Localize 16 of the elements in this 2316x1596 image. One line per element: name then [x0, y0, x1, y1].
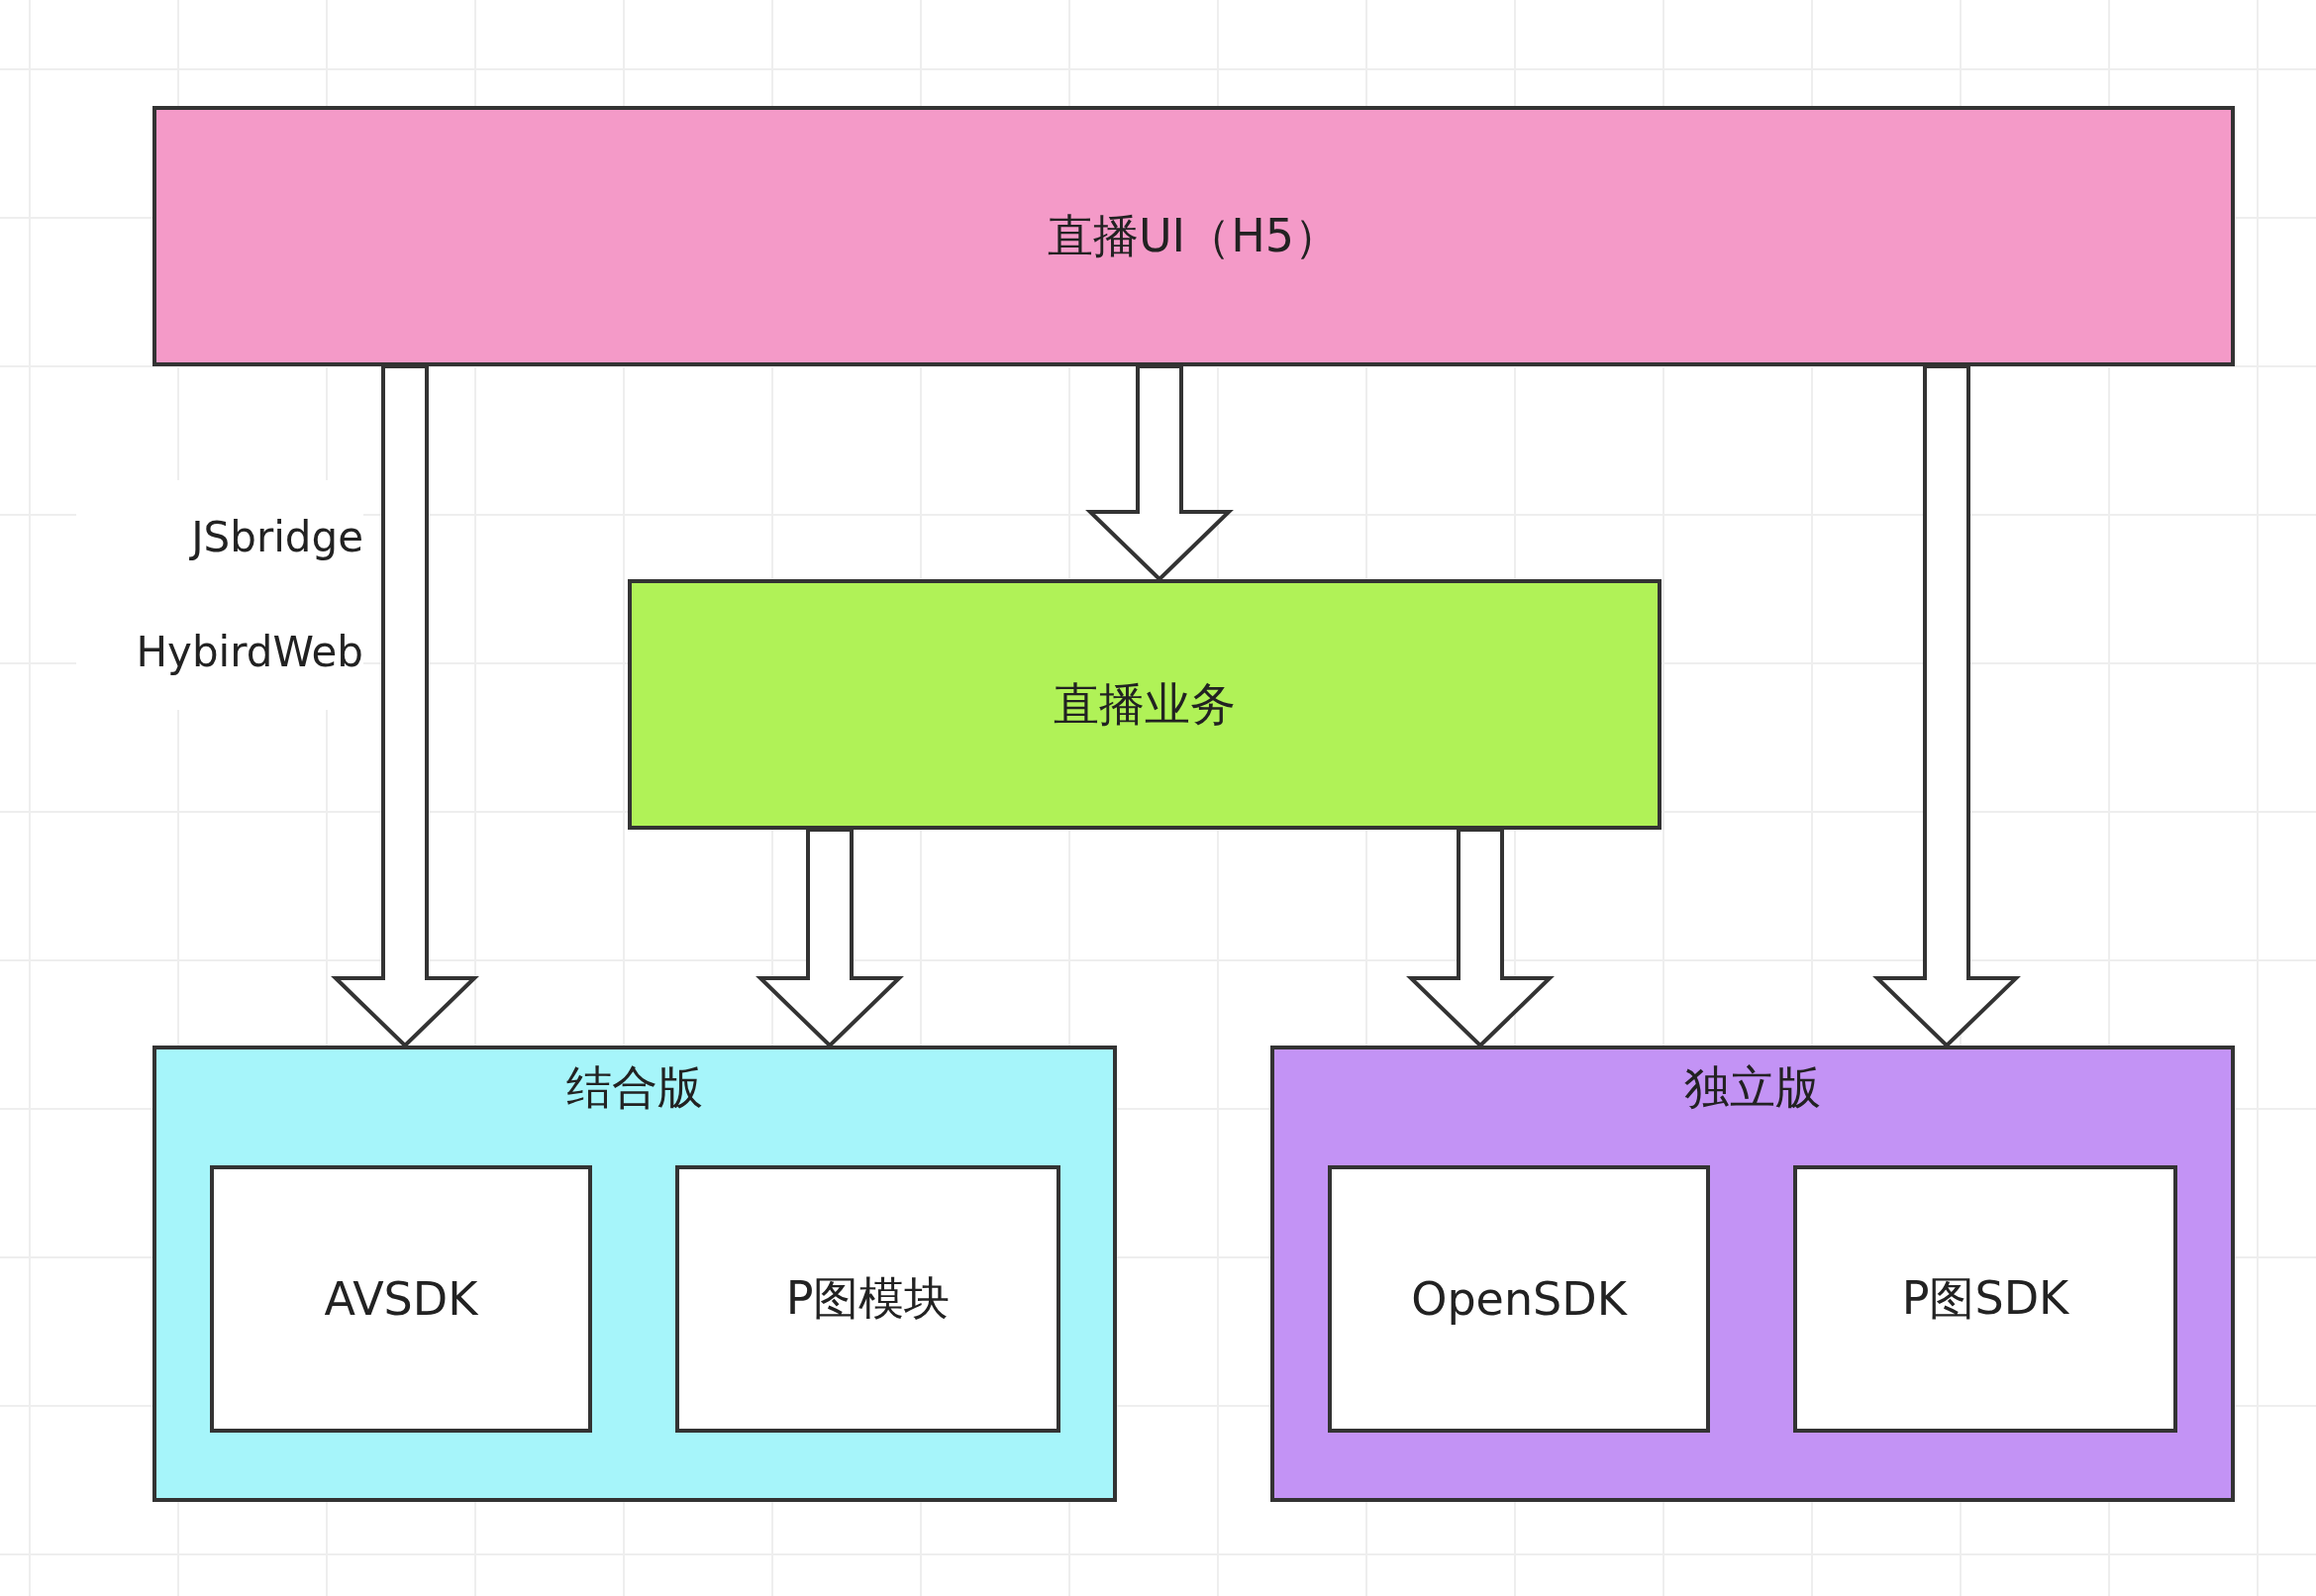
block-arrow	[1085, 364, 1234, 582]
layer-box: 直播业务	[628, 579, 1661, 830]
group-box	[1270, 1046, 2235, 1502]
module-box: P图SDK	[1793, 1165, 2177, 1433]
block-arrow	[1872, 364, 2021, 1048]
block-arrow	[1406, 828, 1555, 1048]
group-heading: 独立版	[1683, 1059, 1822, 1116]
module-box: P图模块	[675, 1165, 1060, 1433]
module-box: OpenSDK	[1328, 1165, 1710, 1433]
edge-label: JSbridge HybirdWeb	[76, 480, 363, 710]
module-box: AVSDK	[210, 1165, 592, 1433]
group-heading: 结合版	[565, 1059, 704, 1116]
group-box	[152, 1046, 1117, 1502]
block-arrow	[331, 364, 479, 1048]
block-arrow	[755, 828, 904, 1048]
layer-box: 直播UI（H5）	[152, 106, 2235, 366]
